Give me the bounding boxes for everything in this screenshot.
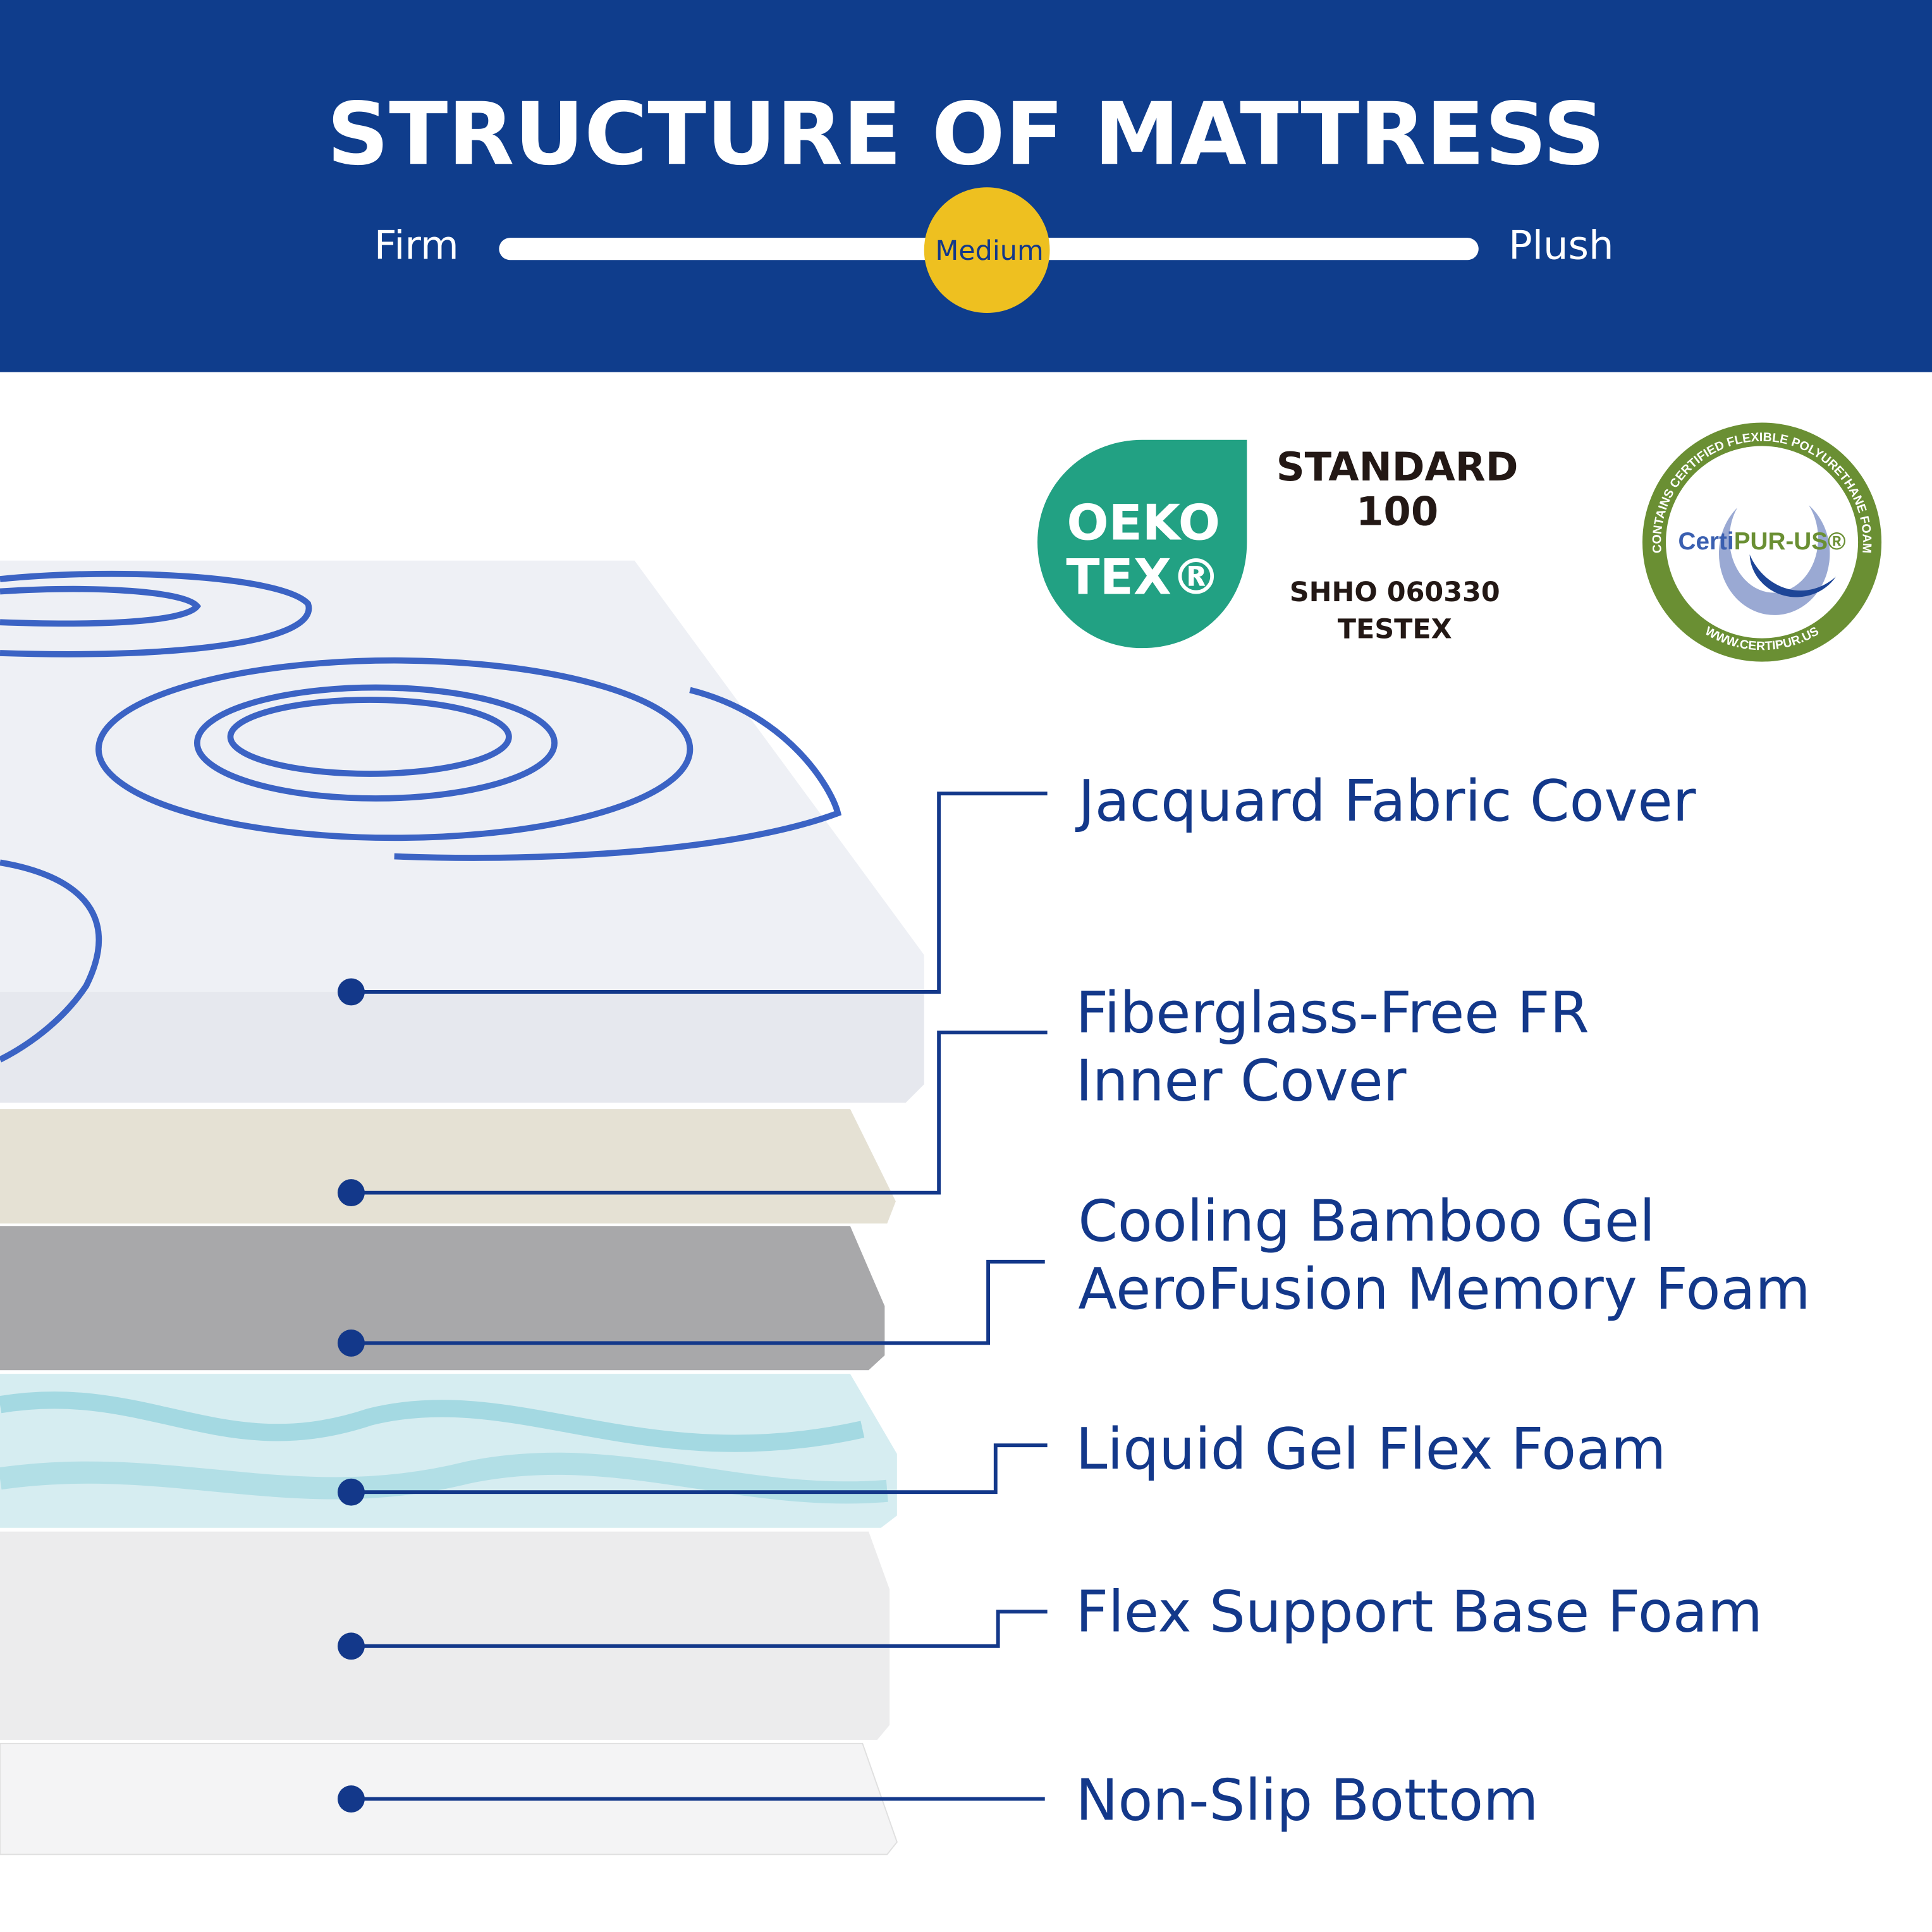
firmness-label-firm: Firm <box>374 222 459 268</box>
gel-swirl <box>0 1391 865 1452</box>
mattress-illustration <box>0 560 924 1856</box>
label-memory-foam-line1: Cooling Bamboo Gel <box>1078 1189 1655 1255</box>
testing-institute: TESTEX <box>1338 614 1452 645</box>
standard-text: STANDARD <box>1276 444 1519 490</box>
firmness-marker-label: Medium <box>935 235 1043 267</box>
firmness-marker <box>924 187 1050 314</box>
gel-swirl <box>0 1452 888 1504</box>
tex-text: TEX® <box>1066 549 1220 606</box>
header-banner <box>0 0 1932 372</box>
layer-memory-foam <box>0 1226 885 1371</box>
label-inner-cover-line1: Fiberglass-Free FR <box>1075 981 1589 1046</box>
standard-number: 100 <box>1356 488 1438 534</box>
label-jacquard-fabric-cover: Jacquard Fabric Cover <box>1075 769 1696 835</box>
label-inner-cover-line2: Inner Cover <box>1075 1048 1406 1114</box>
pur-us-text: PUR-US® <box>1734 528 1846 555</box>
label-memory-foam-line2: AeroFusion Memory Foam <box>1078 1257 1810 1323</box>
label-liquid-gel-flex-foam: Liquid Gel Flex Foam <box>1075 1417 1666 1483</box>
oeko-tex-logo: OEKO TEX® STANDARD 100 SHHO 060330 TESTE… <box>1037 439 1519 649</box>
layer-jacquard-cover <box>0 560 924 992</box>
certificate-code: SHHO 060330 <box>1290 577 1500 608</box>
callout-dots <box>338 978 365 1813</box>
oeko-tex-badge-icon <box>1037 439 1247 649</box>
oeko-text: OEKO <box>1067 495 1220 552</box>
jacquard-swirl-pattern <box>0 570 842 1063</box>
label-non-slip-bottom: Non-Slip Bottom <box>1075 1768 1538 1834</box>
layer-inner-cover <box>0 1109 896 1224</box>
certipur-us-logo: CONTAINS CERTIFIED FLEXIBLE POLYURETHANE… <box>1642 422 1882 662</box>
callout-lines <box>351 792 1048 1801</box>
layer-cover-side <box>0 961 924 1103</box>
certi-text: Certi <box>1678 528 1734 555</box>
label-flex-support-base-foam: Flex Support Base Foam <box>1075 1579 1763 1645</box>
layer-base-foam <box>0 1531 890 1740</box>
page-title: STRUCTURE OF MATTRESS <box>327 84 1605 185</box>
certipur-name: CertiPUR-US® <box>1678 528 1846 555</box>
swoosh-dark-icon <box>1749 554 1836 597</box>
swoosh-icon <box>1718 505 1830 615</box>
firmness-label-plush: Plush <box>1508 222 1613 268</box>
